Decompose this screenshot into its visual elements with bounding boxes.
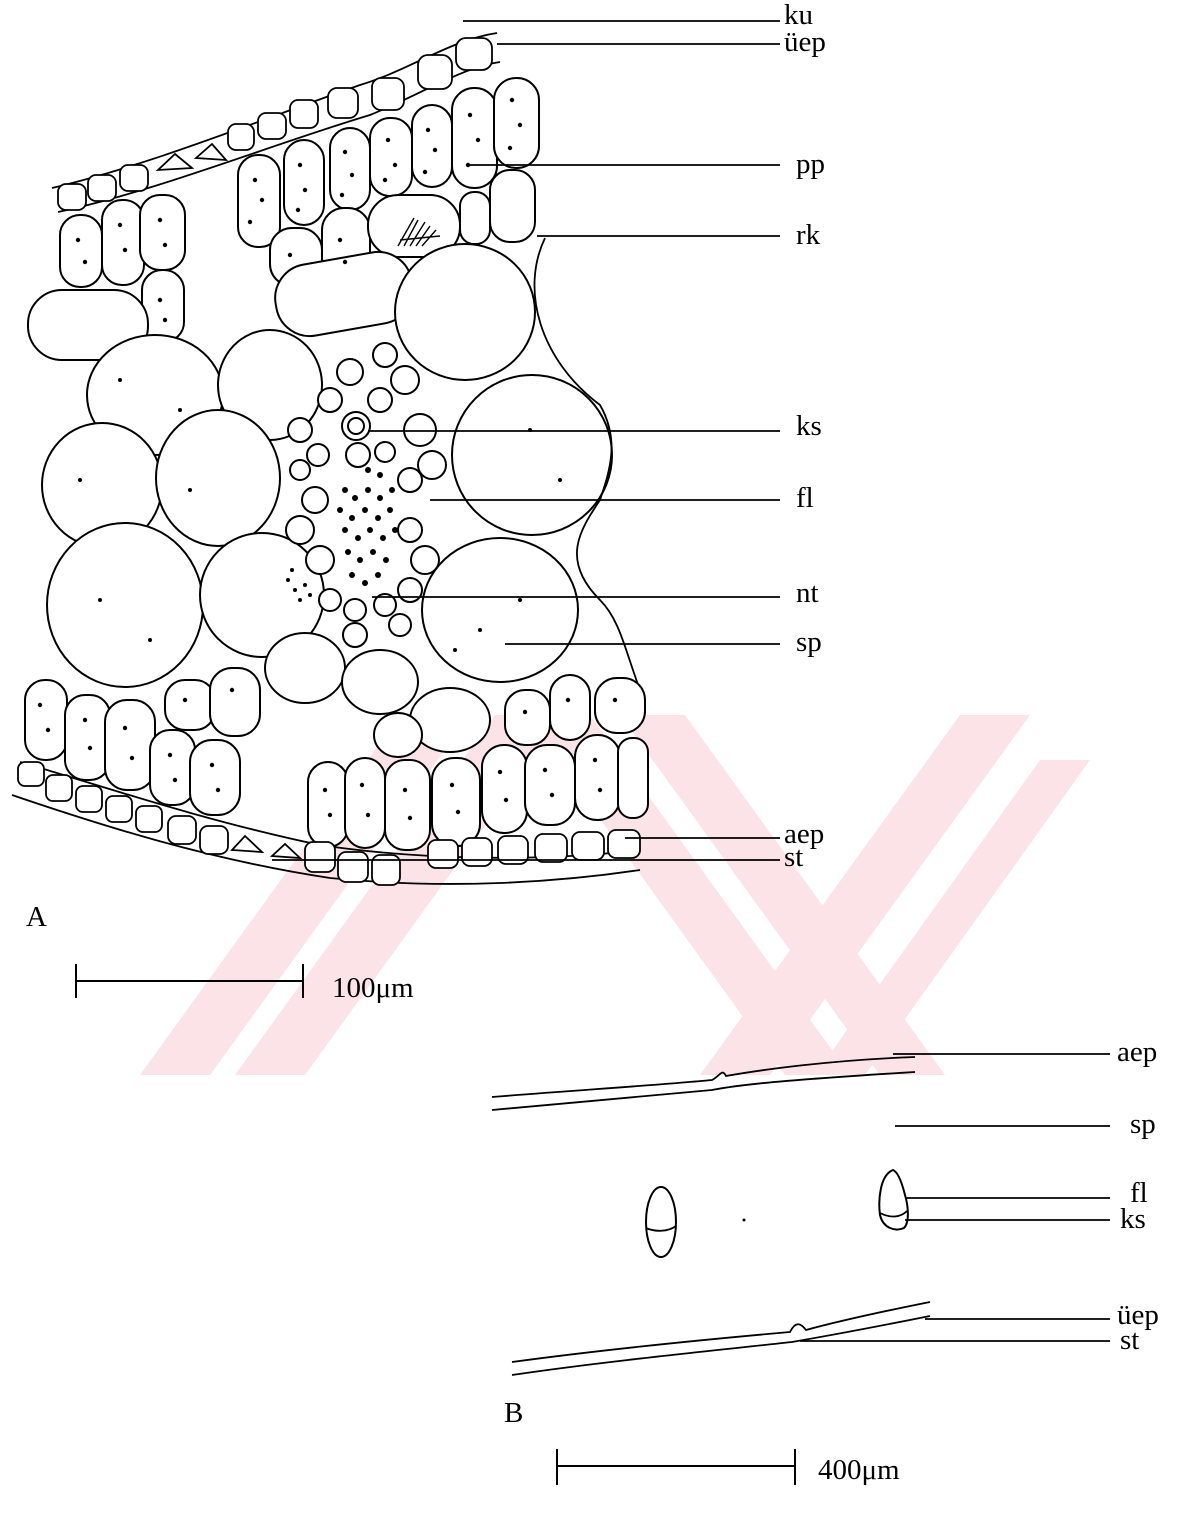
label-rk: rk <box>796 219 821 251</box>
label-b-ks: ks <box>1120 1203 1146 1235</box>
panel-b-drawing <box>492 1057 930 1375</box>
label-b-st: st <box>1120 1324 1139 1356</box>
scale-bar-400-label: 400μm <box>818 1454 900 1486</box>
panel-b-vascular-bundle-left <box>646 1187 676 1257</box>
panel-b-upper-epidermis-inner <box>512 1316 930 1375</box>
panel-b-lower-epidermis-inner <box>492 1072 915 1110</box>
scale-bar-400 <box>557 1449 795 1485</box>
label-uep: üep <box>784 26 826 58</box>
panel-a-labels: ku üep pp rk ks fl nt sp aep st <box>784 0 826 873</box>
panel-b-dot <box>743 1219 746 1222</box>
label-b-aep: aep <box>1117 1036 1157 1068</box>
panel-b-label: B <box>504 1397 523 1429</box>
label-pp: pp <box>796 148 825 180</box>
label-ks: ks <box>796 410 822 442</box>
panel-b-leader-lines <box>800 1054 1110 1341</box>
scale-bar-100-label: 100μm <box>332 972 414 1004</box>
label-nt: nt <box>796 577 819 609</box>
panel-b-vascular-bundle-right <box>879 1170 908 1229</box>
label-sp: sp <box>796 626 822 658</box>
label-st: st <box>784 841 803 873</box>
panel-a-label: A <box>26 901 47 933</box>
label-fl: fl <box>796 482 814 514</box>
panel-b-upper-epidermis-outer <box>512 1302 930 1362</box>
label-b-sp: sp <box>1130 1108 1156 1140</box>
panel-b-labels: aep sp fl ks üep st <box>1117 1036 1159 1356</box>
panel-a-drawing <box>12 33 648 885</box>
